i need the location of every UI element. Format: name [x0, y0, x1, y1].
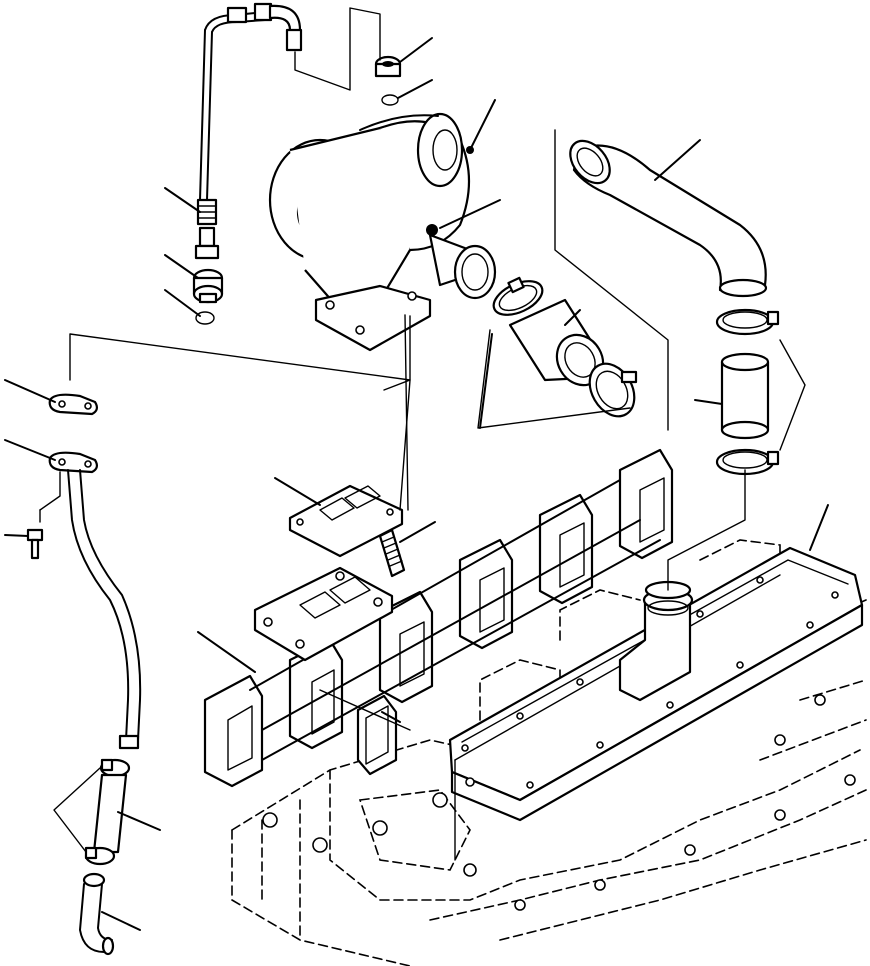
callout-leader-c12 [4, 439, 56, 461]
callout-leader-c5 [654, 139, 701, 181]
callout-leader-c20 [101, 911, 141, 931]
callout-leader-c11 [4, 379, 56, 403]
drain-clamp-upper [99, 758, 131, 778]
callout-leaders [4, 37, 829, 931]
turbocharger [268, 112, 497, 352]
callout-leader-c19 [117, 811, 161, 831]
pipe-hose [720, 352, 770, 440]
air-pipe [569, 139, 768, 298]
plug-fitting [374, 55, 402, 78]
callout-leader-c13 [4, 534, 29, 537]
callout-leader-c8 [164, 289, 201, 317]
callout-leader-c6 [164, 187, 201, 213]
drain-gasket [48, 393, 99, 416]
engine-block [231, 539, 867, 966]
drain-clamp-lower [84, 846, 116, 866]
group-lines [39, 7, 806, 861]
drain-flange [48, 451, 99, 474]
oil-adapter [192, 268, 224, 304]
callout-leader-c15 [399, 521, 436, 543]
callout-leader-c2 [397, 79, 433, 99]
callout-leader-c3 [469, 99, 496, 151]
pipe-clamp-upper [715, 308, 780, 336]
pipe-clamp-lower [715, 448, 780, 476]
oil-feed-line [199, 2, 303, 201]
callout-leader-c9 [564, 309, 581, 326]
intake-clamp-upper [492, 276, 544, 316]
breather-outlet [618, 580, 694, 702]
callout-leader-c16 [809, 504, 829, 551]
oil-fitting [194, 198, 220, 260]
callout-leader-c18 [381, 711, 401, 723]
callout-leader-c7 [164, 254, 199, 279]
stud [378, 528, 406, 578]
callout-leader-c4 [439, 199, 501, 229]
manifold-gasket [356, 694, 398, 776]
drain-hose [92, 773, 128, 854]
callout-leader-c10 [694, 399, 723, 405]
o-ring-upper [381, 94, 399, 106]
intake-clamp-lower [588, 362, 638, 418]
drain-bolt [26, 528, 44, 560]
exhaust-manifold [203, 448, 674, 788]
drain-elbow [79, 872, 115, 956]
callout-leader-c21 [479, 333, 493, 429]
callout-leader-c1 [399, 37, 433, 63]
callout-leader-c17 [197, 631, 256, 673]
drain-tube [67, 469, 142, 750]
o-ring-lower [195, 311, 215, 325]
callout-leader-c14 [274, 477, 321, 506]
